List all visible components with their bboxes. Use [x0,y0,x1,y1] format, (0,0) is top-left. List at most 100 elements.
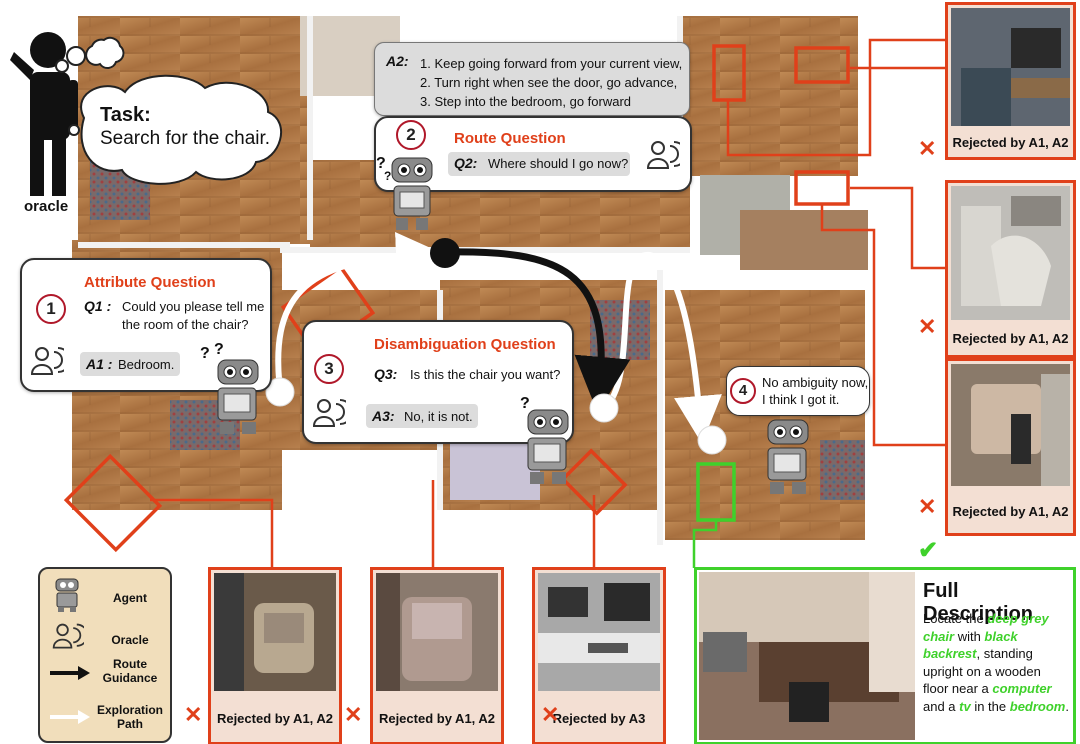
disambiguation-answer-text: No, it is not. [404,409,473,424]
description-text: Locate the deep grey chair with black ba… [923,610,1069,715]
oracle-legend-icon [52,623,84,649]
svg-text:?: ? [520,395,530,412]
rejection-caption: Rejected by A1, A2 [948,129,1073,157]
rejection-caption: Rejected by A1, A2 [373,696,501,742]
desc-part: in the [970,698,1010,714]
reject-x-icon: ✕ [344,702,363,727]
attribute-question-line-1: Could you please tell me [122,299,265,314]
route-question-pill [448,152,630,176]
oracle-label: oracle [24,198,69,215]
attribute-question-line-2: the room of the chair? [122,317,249,332]
legend-explore-line-1: Exploration [96,703,163,717]
route-answer-text: 1. Keep going forward from your current … [420,54,682,111]
rejection-caption: Rejected by A3 [535,696,663,742]
disambiguation-answer-pill [366,404,478,428]
office-chair-photo [951,8,1070,126]
attribute-answer-pill [80,352,180,376]
svg-text:?: ? [384,169,391,183]
oracle-icon [646,141,680,169]
disambiguation-question-text: Is this the chair you want? [410,367,561,382]
exploration-path-arrow-icon [50,710,90,724]
reject-x-icon: ✕ [184,702,203,727]
legend-agent-label: Agent [113,591,147,605]
target-room-photo [699,572,915,740]
agent-legend-icon [55,578,79,612]
step-2-badge: 2 [396,120,426,150]
oracle-figure [10,32,78,196]
rejection-caption: Rejected by A1, A2 [948,323,1073,355]
desc-part: . [1065,698,1069,714]
svg-text:?: ? [200,345,210,362]
final-step-line-1: No ambiguity now, [762,375,869,390]
step-1-badge: 1 [36,294,66,324]
route-question-title: Route Question [454,130,566,147]
route-question-label: Q2: [454,155,478,171]
attribute-question-label: Q1 : [84,298,112,314]
desc-part: Locate the [923,611,988,626]
rejected-photo-right-3: Rejected by A1, A2 [945,358,1076,536]
patterned-armchair-photo [376,573,498,691]
route-question-text: Where should I go now? [488,156,629,171]
route-guidance-arrow-icon [50,666,90,680]
route-answer-line-1: 1. Keep going forward from your current … [420,56,683,71]
reject-x-icon: ✕ [918,494,937,519]
armchair-photo [214,573,336,691]
desc-highlight-backrest: black backrest [923,628,1018,662]
legend-route-line-1: Route [113,657,147,671]
rejected-photo-bottom-2: Rejected by A1, A2 [370,567,504,744]
desc-part: with [954,628,985,644]
disambiguation-question-title: Disambiguation Question [374,336,556,353]
desk-chair-photo [951,364,1070,486]
disambiguation-answer-label: A3: [372,408,395,424]
description-title: Full Description [923,580,1034,625]
rejection-caption: Rejected by A1, A2 [211,696,339,742]
desc-highlight-chair: deep grey chair [923,611,1049,644]
agent-robot-icon: ? ? [376,155,433,230]
svg-text:?: ? [214,341,224,358]
thought-cloud [55,36,283,185]
desc-part: and a [923,698,960,714]
attribute-answer-text: Bedroom. [118,357,175,372]
legend: Agent Oracle Route Guidance Exploration … [38,567,172,743]
route-answer-label: A2: [386,53,409,69]
final-step-line-2: I think I got it. [762,392,840,407]
reject-x-icon: ✕ [918,314,937,339]
step-4-badge: 4 [730,378,756,404]
legend-explore-label: Exploration Path [94,703,166,731]
legend-explore-line-2: Path [116,717,143,731]
attribute-answer-label: A1 : [86,356,113,372]
route-answer-line-2: 2. Turn right when see the door, go adva… [420,75,678,90]
route-answer-line-3: 3. Step into the bedroom, go forward [420,94,632,109]
desc-highlight-tv: tv [959,698,971,714]
final-step-text: No ambiguity now, I think I got it. [762,374,868,408]
full-description-panel: Full Description Locate the deep grey ch… [694,567,1076,744]
desc-highlight-computer: computer [992,681,1052,696]
rejected-photo-right-2: Rejected by A1, A2 [945,180,1076,358]
oracle-icon [30,347,64,375]
oracle-icon [312,399,346,427]
detection-connectors [150,38,945,568]
legend-oracle-label: Oracle [111,633,149,647]
legend-route-line-2: Guidance [102,671,158,685]
reject-x-icon: ✕ [541,702,560,727]
rejected-photo-bottom-1: Rejected by A1, A2 [208,567,342,744]
svg-text:?: ? [376,155,386,172]
desc-part: , standing upright on a wooden floor nea… [923,646,1041,696]
accept-check-icon: ✔ [918,537,939,564]
agent-robot-icon: ? [520,395,569,484]
legend-route-label: Route Guidance [98,657,162,685]
rejection-caption: Rejected by A1, A2 [948,491,1073,533]
disambiguation-question-label: Q3: [374,366,398,382]
computer-desk-photo [538,573,660,691]
task-title: Task: [100,104,151,126]
path-arrows [265,232,727,455]
reject-x-icon: ✕ [918,136,937,161]
route-answer-bubble [374,42,690,116]
desc-highlight-bedroom: bedroom [1009,698,1066,714]
step-3-badge: 3 [314,354,344,384]
agent-robot-icon: ? ? [200,341,259,434]
rejected-photo-right-1: Rejected by A1, A2 [945,2,1076,160]
covered-chair-photo [951,186,1070,320]
rejected-photo-bottom-3: Rejected by A3 [532,567,666,744]
